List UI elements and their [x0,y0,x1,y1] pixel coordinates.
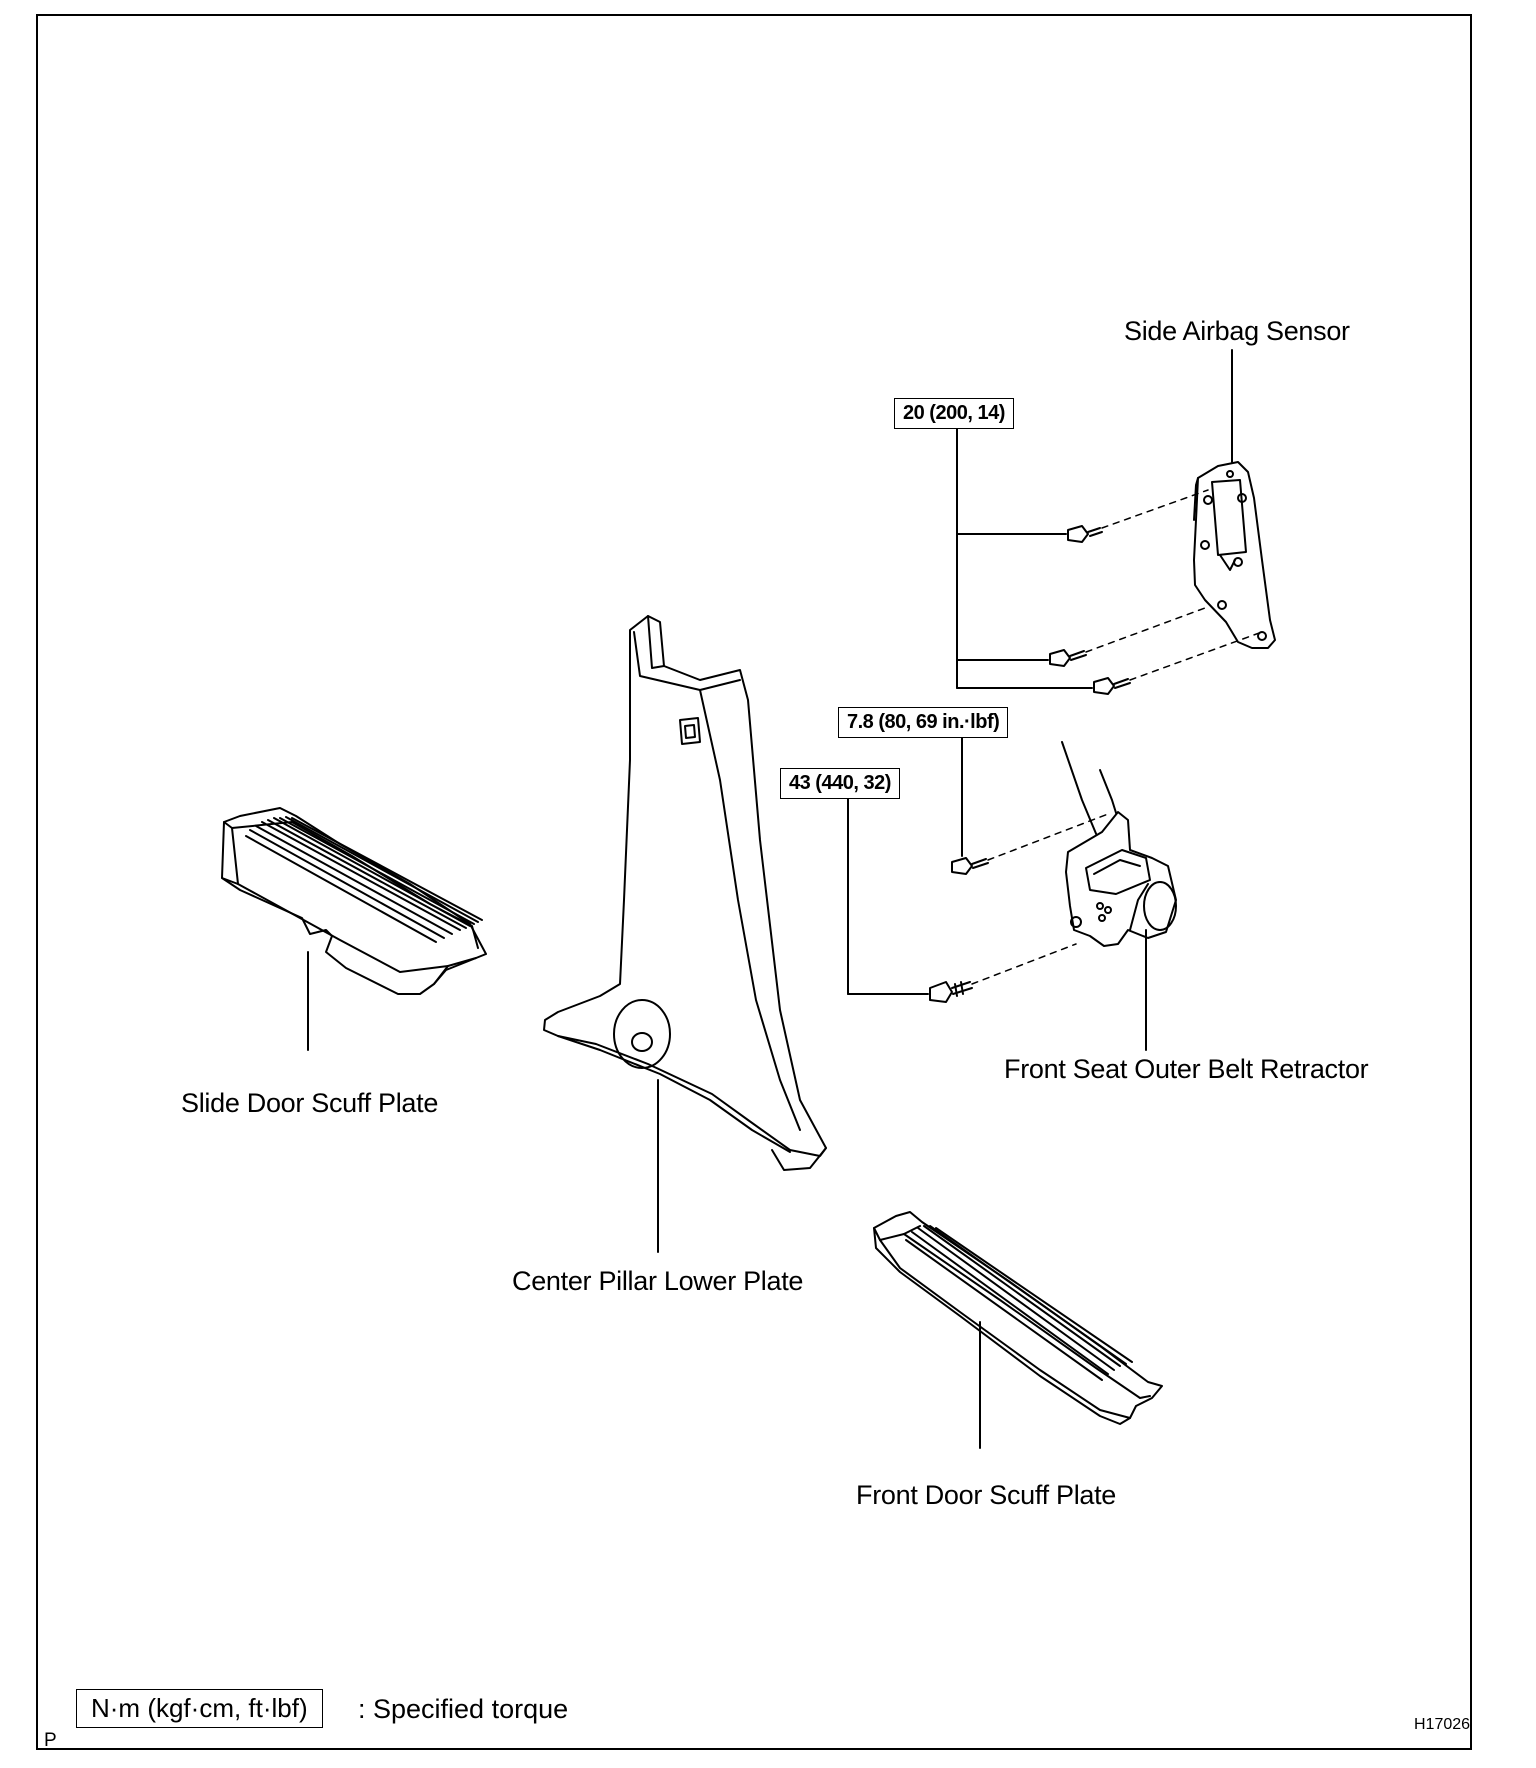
slide-door-scuff-plate-part [221,807,487,1051]
front-door-scuff-plate-part [873,1211,1163,1449]
corner-letter: P [44,1730,57,1751]
sensor-bolt-2 [1049,649,1087,667]
legend-unit-box: N·m (kgf·cm, ft·lbf) [76,1689,323,1728]
torque-box-retractor-lower: 43 (440, 32) [780,768,900,799]
label-front-door-scuff-plate: Front Door Scuff Plate [856,1480,1117,1510]
retractor-bolt-upper [951,857,989,875]
side-airbag-sensor-part [1193,349,1276,649]
legend-description: : Specified torque [358,1694,569,1724]
sensor-bolt-3 [1093,677,1131,695]
label-center-pillar-lower-plate: Center Pillar Lower Plate [512,1266,804,1296]
figure-frame [36,14,1472,1750]
torque-box-sensor-bolts: 20 (200, 14) [894,398,1014,429]
torque-leader-retractor [847,735,963,995]
torque-leader-sensor [956,427,1093,689]
torque-box-retractor-upper: 7.8 (80, 69 in.·lbf) [838,707,1009,738]
sensor-bolt-1 [1067,525,1103,543]
label-front-seat-outer-belt-retractor: Front Seat Outer Belt Retractor [1004,1054,1369,1084]
center-pillar-lower-plate-part [543,615,827,1253]
retractor-bolt-lower [929,981,973,1003]
figure-id: H17026 [1414,1716,1471,1733]
belt-retractor-part [1061,741,1177,1051]
label-slide-door-scuff-plate: Slide Door Scuff Plate [181,1088,439,1118]
label-side-airbag-sensor: Side Airbag Sensor [1124,316,1350,346]
